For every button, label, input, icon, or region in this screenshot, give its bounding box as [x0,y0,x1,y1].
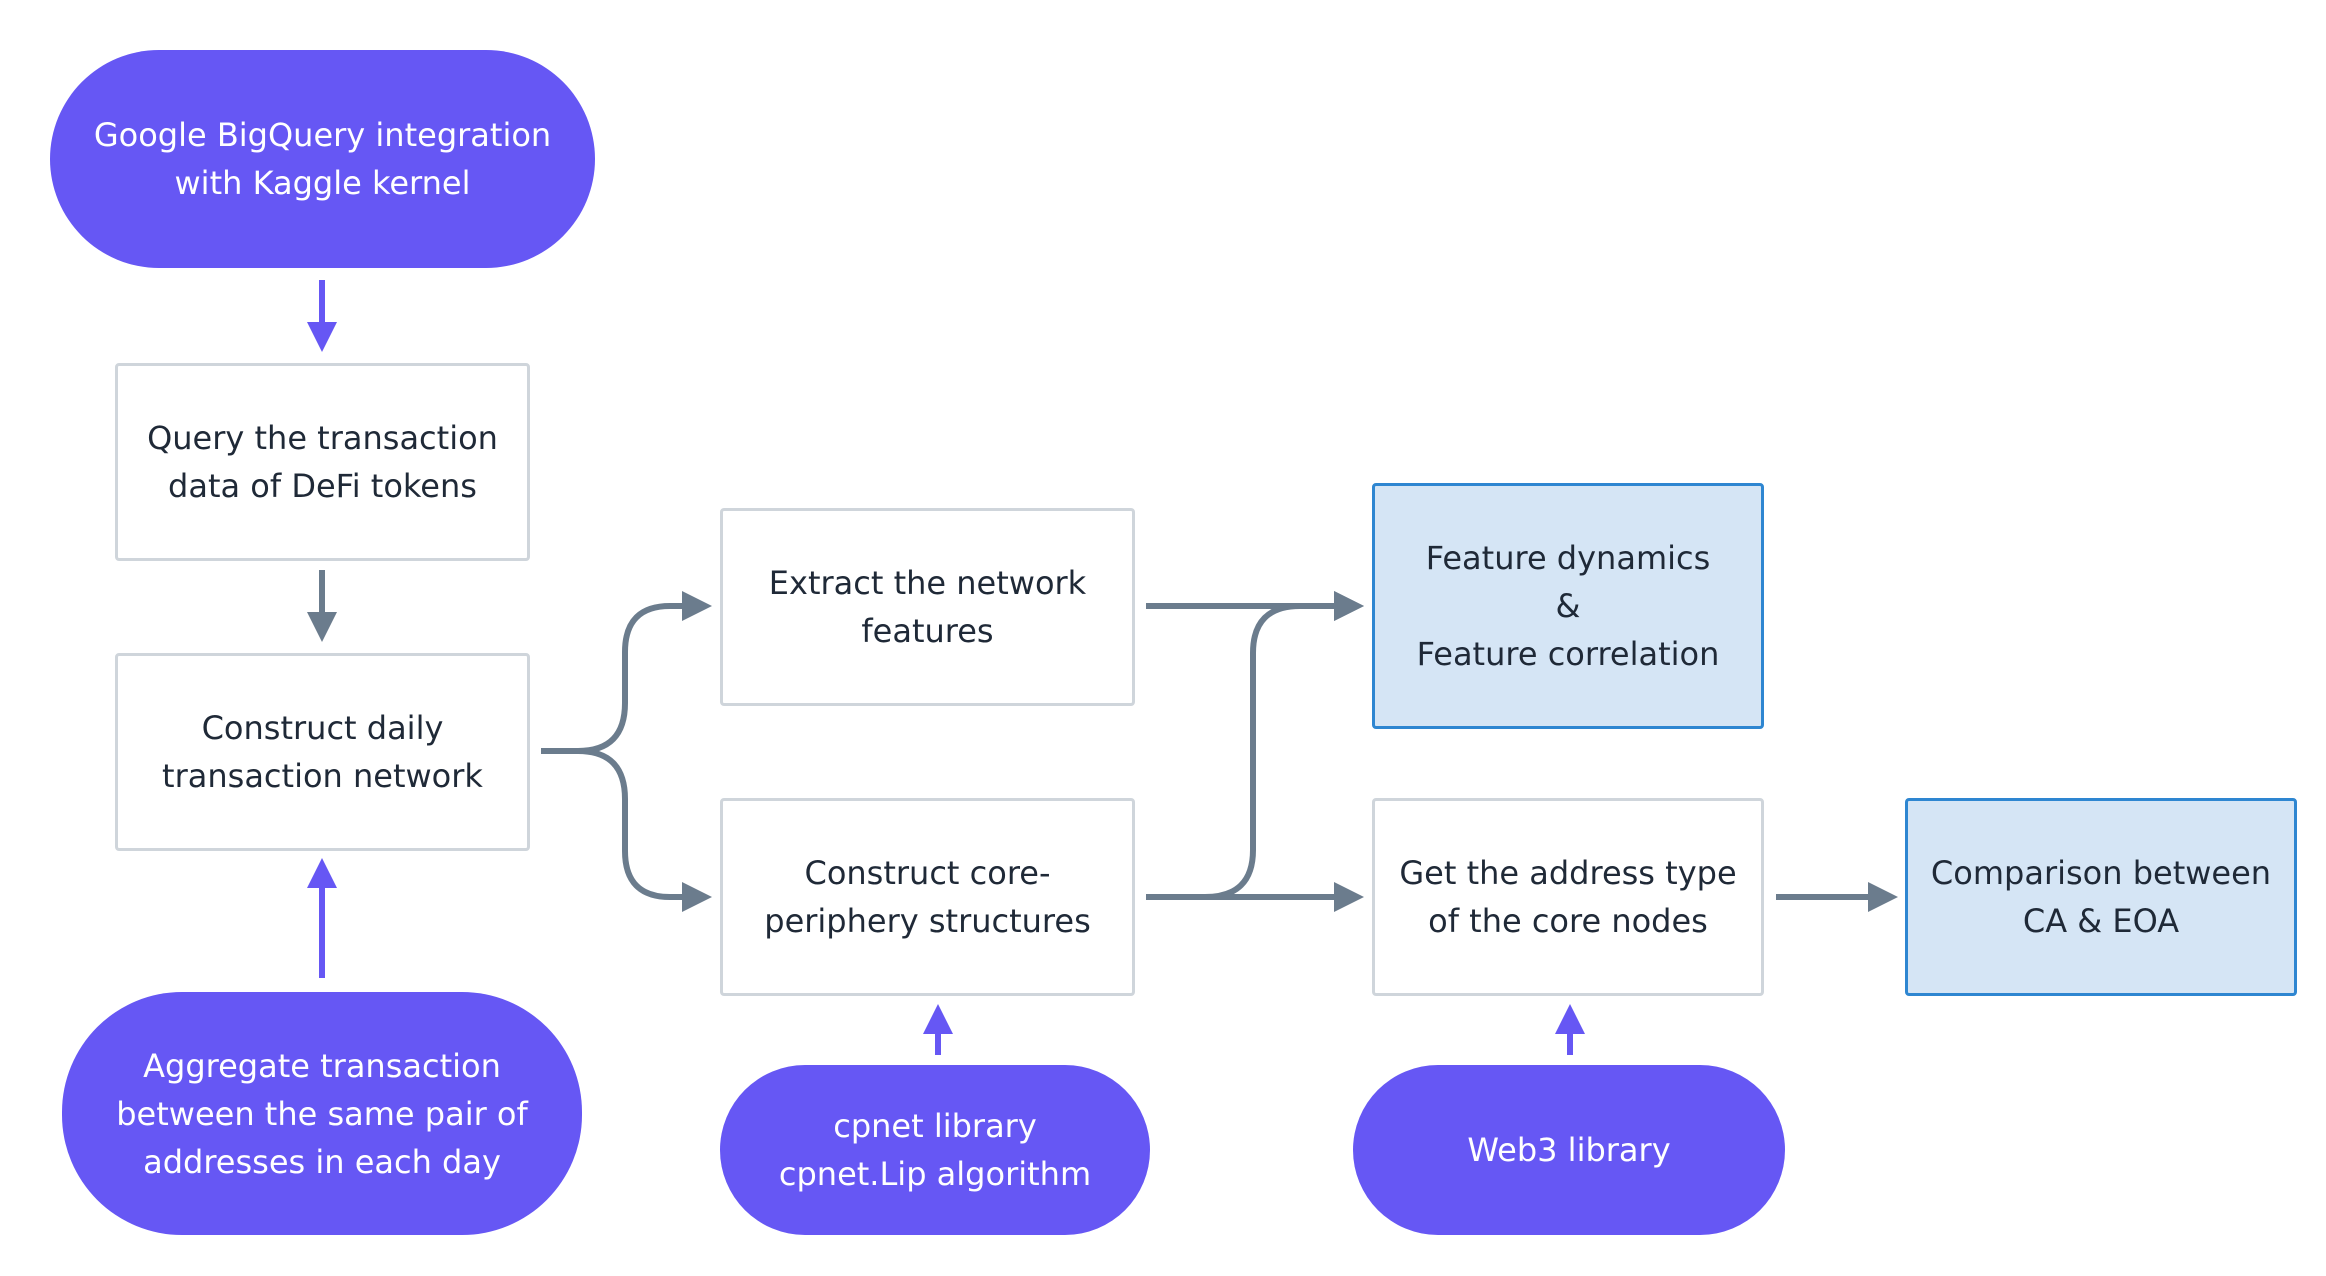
comparison-ca-eoa-node: Comparison between CA & EOA [1905,798,2297,996]
construct-daily-network-node: Construct daily transaction network [115,653,530,851]
arrow-network-to-extract [541,591,712,754]
query-transaction-data-node: Query the transaction data of DeFi token… [115,363,530,561]
arrow-network-to-coreperiphery [541,748,712,912]
arrow-coreperiphery-to-dynamics [1146,591,1364,900]
bigquery-integration-node: Google BigQuery integration with Kaggle … [50,50,595,268]
extract-network-features-node: Extract the network features [720,508,1135,706]
aggregate-transaction-node: Aggregate transaction between the same p… [62,992,582,1235]
web3-library-node: Web3 library [1353,1065,1785,1235]
construct-core-periphery-node: Construct core- periphery structures [720,798,1135,996]
feature-dynamics-node: Feature dynamics & Feature correlation [1372,483,1764,729]
get-address-type-node: Get the address type of the core nodes [1372,798,1764,996]
cpnet-library-node: cpnet library cpnet.Lip algorithm [720,1065,1150,1235]
